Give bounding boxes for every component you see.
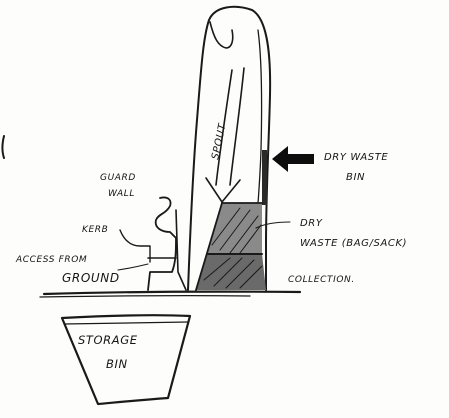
access-label-line2: GROUND: [62, 271, 120, 285]
kerb-label: KERB: [82, 225, 108, 235]
dry-waste-zone: [196, 203, 266, 290]
storage-bin-label-line1: STORAGE: [78, 333, 138, 347]
dry-waste-label-line2: WASTE (BAG/SACK): [300, 238, 407, 249]
collection-label: COLLECTION.: [288, 275, 355, 285]
dry-waste-bin-label-line1: DRY WASTE: [324, 152, 388, 163]
guard-wall-kerb: [120, 197, 186, 290]
dry-waste-label-line1: DRY: [300, 218, 323, 229]
ground-line: [40, 292, 300, 297]
bin-opening: [262, 150, 267, 205]
dry-waste-bin-arrow: [272, 146, 314, 172]
guard-wall-label-line2: WALL: [108, 189, 135, 199]
spout-label: SPOUT: [210, 122, 228, 160]
storage-bin-label-line2: BIN: [106, 357, 128, 371]
guard-wall-label-line1: GUARD: [100, 173, 136, 183]
dry-waste-bin-label-line2: BIN: [346, 172, 365, 183]
margin-mark: [3, 136, 5, 158]
access-label-line1: ACCESS FROM: [15, 255, 87, 265]
